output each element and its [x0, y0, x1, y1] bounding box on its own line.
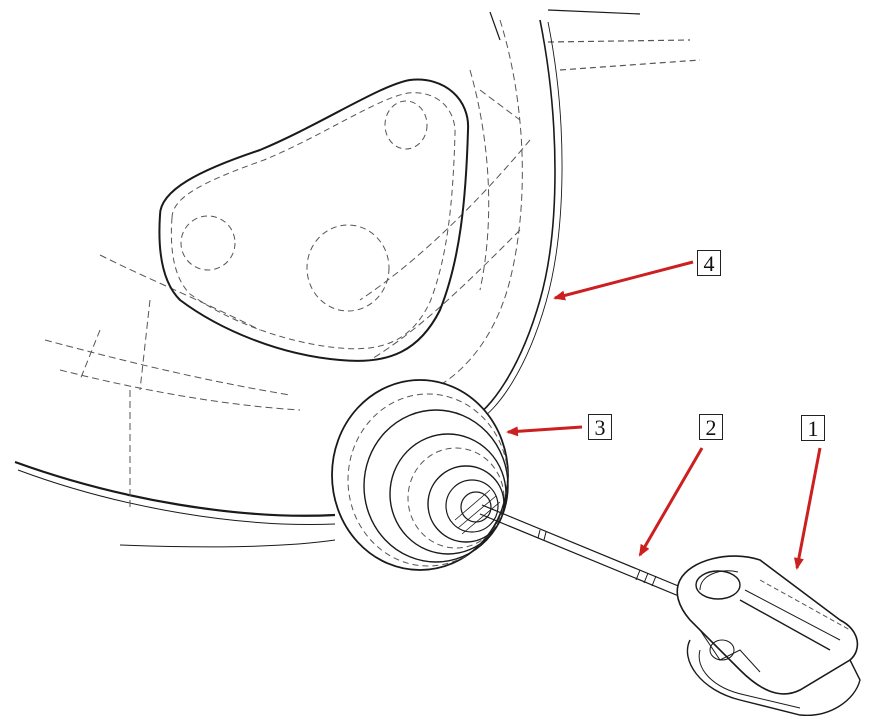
callout-label-3: 3	[588, 414, 612, 440]
clip-sensor	[676, 555, 861, 716]
cable	[479, 504, 689, 600]
housing-body	[14, 19, 563, 548]
arrow-to-clip-sensor	[793, 447, 822, 570]
callout-label-1: 1	[801, 415, 825, 441]
round-connector	[331, 379, 509, 571]
arrow-to-housing	[553, 260, 694, 301]
leader-arrows	[506, 260, 822, 570]
triangular-pad	[158, 78, 470, 362]
arrow-to-cable	[638, 447, 704, 557]
callout-label-4: 4	[697, 250, 721, 276]
callout-label-2: 2	[699, 414, 723, 440]
arrow-to-round-connector	[506, 425, 583, 437]
upper-rail	[489, 9, 701, 71]
